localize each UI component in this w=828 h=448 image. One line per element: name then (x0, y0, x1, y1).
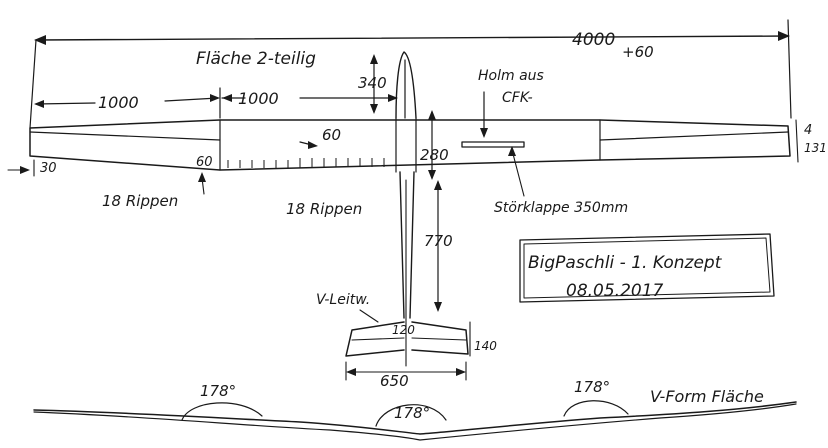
v-tail (345, 321, 471, 381)
fuselage-length-label: 770 (424, 232, 453, 250)
tip-chord-label: 4 (804, 123, 812, 138)
spoiler-label: Störklappe 350mm (494, 200, 628, 216)
v-tail-tip-label: 140 (474, 339, 497, 353)
fin-top (370, 51, 417, 119)
chord-root-label: 280 (420, 146, 449, 164)
ribs-outer-label: 18 Rippen (102, 192, 178, 210)
rib-ticks (227, 158, 385, 168)
span-total-label: 4000 (572, 30, 615, 50)
spar-line1: Holm aus (478, 68, 544, 84)
v-tail-label: V-Leitw. (316, 292, 370, 308)
panel-chord-label: 60 (196, 155, 213, 170)
main-wing (29, 117, 791, 173)
dihedral-angle-2: 178° (394, 404, 430, 422)
span-dimension (29, 19, 792, 129)
title-box (519, 233, 775, 303)
tip-offset-label: 30 (40, 161, 57, 176)
span-extra-label: +60 (622, 43, 654, 61)
dihedral-view (33, 400, 797, 441)
concept-title: BigPaschli - 1. Konzept (528, 253, 723, 273)
v-tail-root-label: 120 (392, 323, 415, 337)
concept-date: 08.05.2017 (566, 281, 664, 301)
dihedral-angle-1: 178° (200, 382, 236, 400)
fin-height-label: 340 (358, 74, 387, 92)
wing-title: Fläche 2-teilig (196, 49, 316, 69)
half-left-label: 1000 (98, 93, 139, 112)
fuselage-boom (399, 171, 415, 367)
spar-line2: CFK- (502, 90, 533, 106)
half-right-label: 1000 (238, 89, 279, 108)
dihedral-caption: V-Form Fläche (650, 387, 764, 406)
tip-chord-b-label: 131 (804, 141, 827, 155)
ribs-inner-label: 18 Rippen (286, 200, 362, 218)
half-span-dimensions (34, 87, 398, 119)
rib-spacing-label: 60 (322, 126, 341, 144)
dihedral-angle-3: 178° (574, 378, 610, 396)
v-tail-span-label: 650 (380, 372, 409, 390)
